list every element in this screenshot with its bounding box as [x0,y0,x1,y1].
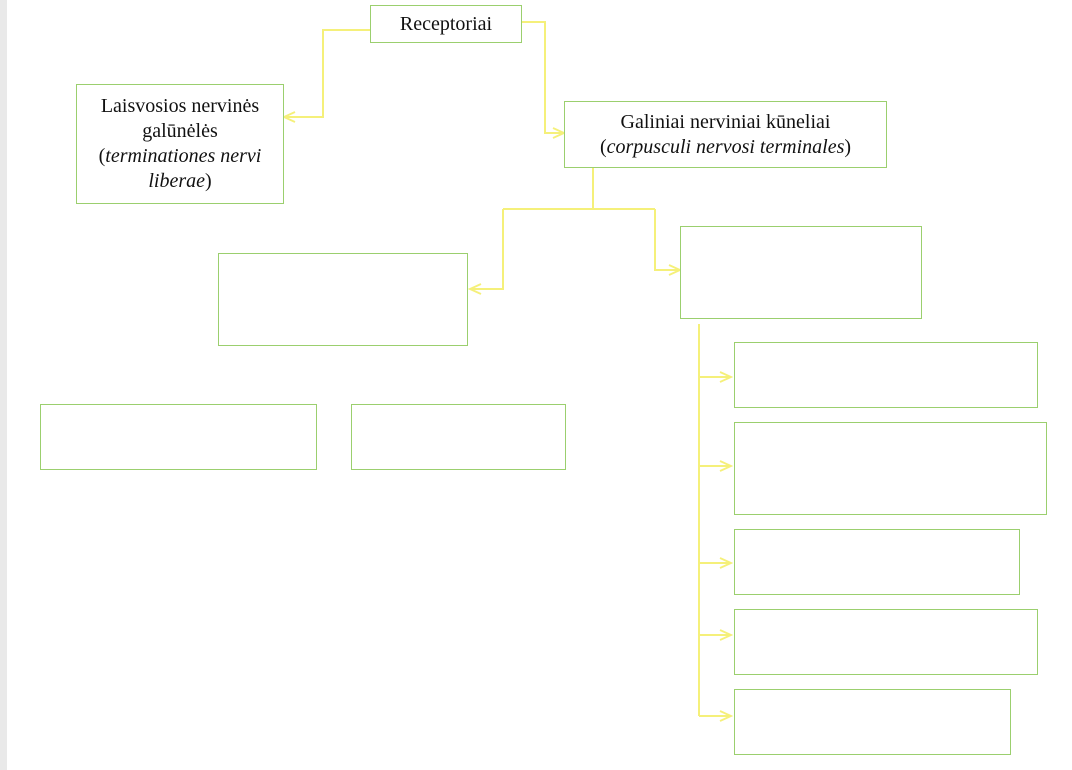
blank-box-right-4 [734,609,1038,675]
corpuscles-line-1: Galiniai nerviniai kūneliai [620,110,831,133]
connector-root-corpuscles [522,21,564,133]
blank-box-lower-left-2 [351,404,566,470]
free-endings-latin-line-1: (terminationes nervi [98,145,262,167]
blank-box-lower-left-1 [40,404,317,470]
terminal-corpuscles-text: Galiniai nerviniai kūneliai (corpusculi … [600,110,851,160]
free-nerve-endings-box: Laisvosios nervinės galūnėlės (terminati… [76,84,284,204]
receptors-box: Receptoriai [370,5,522,43]
blank-box-right-2 [734,422,1047,515]
free-nerve-endings-text: Laisvosios nervinės galūnėlės (terminati… [99,94,262,194]
blank-box-left-mid [218,253,468,346]
blank-box-right-mid [680,226,922,319]
free-endings-latin-line-2: liberae) [148,170,212,192]
free-endings-line-1: Laisvosios nervinės [100,95,260,117]
blank-box-right-5 [734,689,1011,755]
page-edge [0,0,7,770]
connector-to-left-mid-box [470,209,504,289]
receptors-label: Receptoriai [399,12,493,35]
blank-box-right-1 [734,342,1038,408]
free-endings-line-2: galūnėlės [142,120,218,142]
connector-to-right-mid-box [654,209,680,270]
blank-box-right-3 [734,529,1020,595]
corpuscles-latin-line: (corpusculi nervosi terminales) [599,135,852,158]
terminal-corpuscles-box: Galiniai nerviniai kūneliai (corpusculi … [564,101,887,168]
connector-root-free-endings [284,29,370,117]
